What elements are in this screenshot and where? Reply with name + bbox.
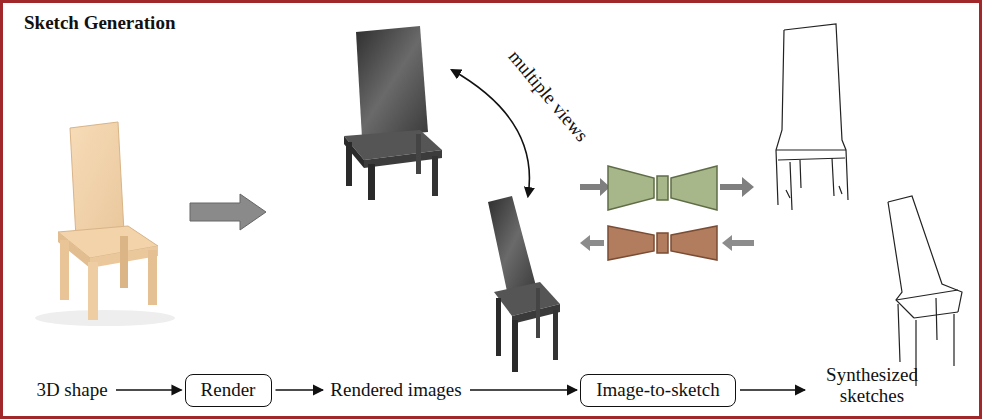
- process-box: Image-to-sketch: [580, 374, 736, 407]
- flow-arrow: [116, 389, 182, 391]
- sketch-chair: [888, 196, 962, 386]
- rendered-chair: [488, 196, 560, 372]
- flow-arrow: [276, 389, 324, 391]
- encoder-decoder: [580, 226, 754, 260]
- stage-label: Rendered images: [326, 378, 466, 403]
- node-text: 3D shape: [36, 380, 107, 401]
- encoder-decoder: [580, 166, 754, 210]
- process-arrow: [190, 194, 266, 230]
- flow-arrow: [740, 389, 805, 391]
- flow-arrow: [470, 389, 577, 391]
- diagram-title: Sketch Generation: [24, 12, 175, 34]
- sketch-chair: [776, 24, 848, 210]
- node-text: Render: [201, 380, 256, 401]
- process-box: Render: [185, 374, 272, 407]
- node-text: Rendered images: [330, 380, 461, 401]
- stage-label: 3D shape: [32, 378, 112, 403]
- node-text: Synthesized sketches: [808, 365, 936, 407]
- voxel-chair: [35, 122, 175, 326]
- stage-label: Synthesized sketches: [808, 363, 936, 409]
- node-text: Image-to-sketch: [596, 380, 719, 401]
- rendered-chair: [344, 26, 442, 200]
- view-arrow: [452, 70, 529, 196]
